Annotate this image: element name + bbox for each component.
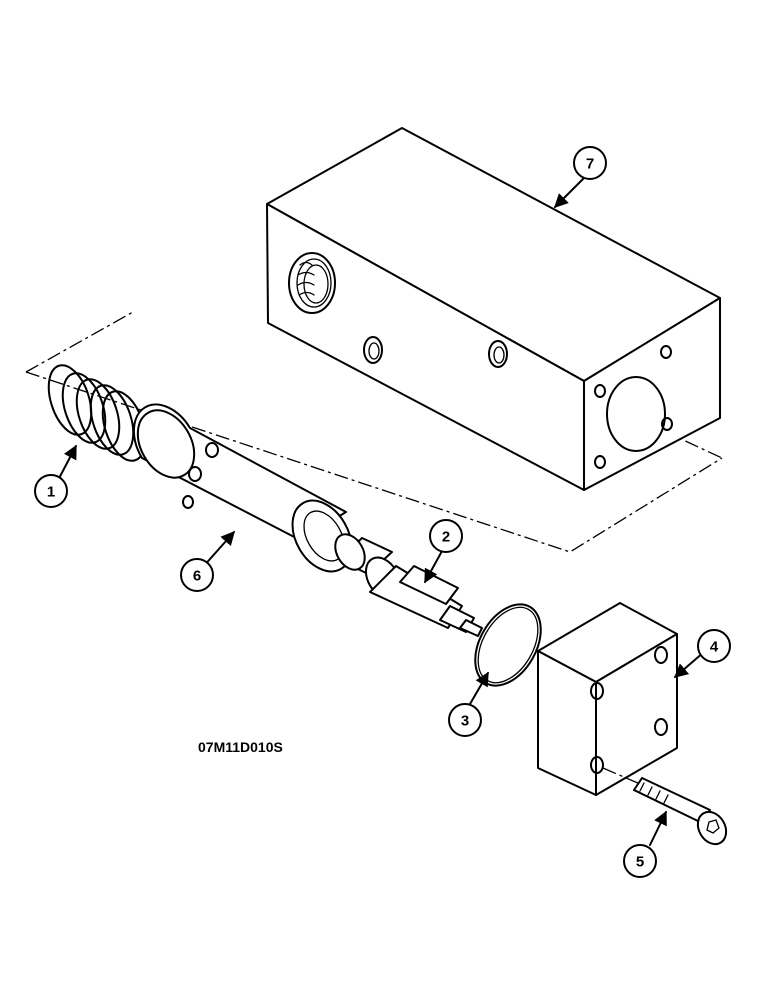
leader-lines bbox=[55, 177, 705, 846]
spring bbox=[47, 364, 147, 462]
cap-screw bbox=[602, 767, 728, 846]
callout-1: 1 bbox=[34, 474, 68, 508]
callout-7: 7 bbox=[573, 146, 607, 180]
drawing-code: 07M11D010S bbox=[198, 739, 283, 755]
svg-text:2: 2 bbox=[442, 529, 450, 546]
callout-3: 3 bbox=[448, 703, 482, 737]
svg-text:4: 4 bbox=[710, 639, 719, 656]
svg-text:7: 7 bbox=[586, 156, 594, 173]
end-cap bbox=[537, 602, 678, 796]
callout-6: 6 bbox=[180, 558, 214, 592]
svg-text:3: 3 bbox=[461, 713, 469, 730]
callout-4: 4 bbox=[697, 629, 731, 663]
callout-5: 5 bbox=[623, 844, 657, 878]
svg-text:5: 5 bbox=[636, 854, 644, 871]
svg-text:1: 1 bbox=[47, 484, 55, 501]
svg-text:6: 6 bbox=[193, 568, 201, 585]
spool bbox=[334, 533, 483, 637]
valve-body bbox=[266, 127, 721, 491]
callout-2: 2 bbox=[429, 519, 463, 553]
sleeve bbox=[132, 403, 353, 573]
